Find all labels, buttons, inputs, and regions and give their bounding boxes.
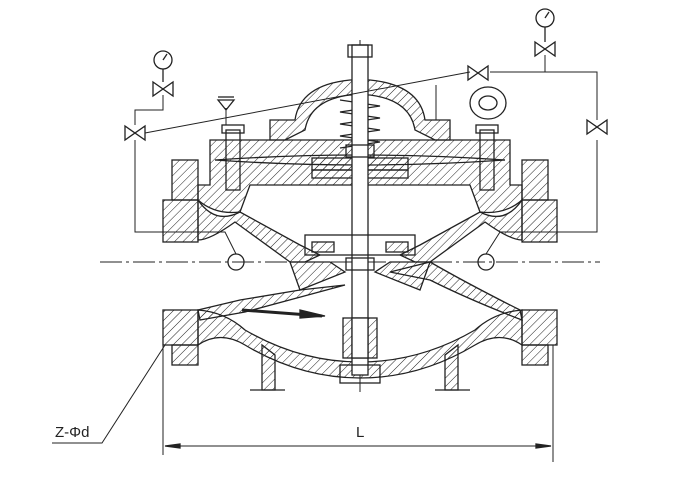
left-needle-valve [124, 124, 146, 142]
pressure-gauge-right [535, 8, 555, 42]
body-diagonal [389, 261, 523, 322]
pressure-gauge-left [153, 50, 173, 82]
bonnet-dome [269, 79, 451, 141]
valve-disc [304, 234, 416, 256]
top-needle-valve [467, 64, 489, 82]
body-bottom [197, 309, 523, 379]
flow-arrow [241, 308, 326, 319]
gauge-valve-right [534, 40, 556, 58]
check-valve-triangle [216, 99, 236, 112]
right-bolt [479, 129, 495, 191]
hole-leader-line [52, 344, 166, 444]
left-bolt [225, 129, 241, 191]
eye-bolt [469, 86, 507, 120]
right-flange [521, 159, 558, 366]
hole-spec-label: Z-Φd [55, 424, 90, 441]
seat [289, 261, 347, 291]
control-piping [134, 55, 598, 255]
gauge-valve-left [152, 80, 174, 98]
length-label: L [356, 424, 365, 441]
right-needle-valve [586, 118, 608, 136]
